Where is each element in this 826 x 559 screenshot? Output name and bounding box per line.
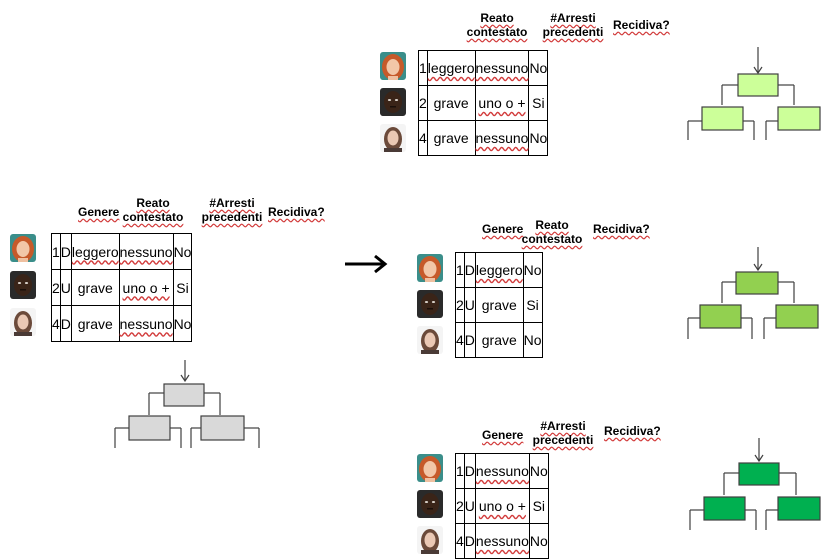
cell-arresti: nessuno xyxy=(475,130,529,146)
cell-genere: U xyxy=(59,269,72,306)
face-brown-hair-icon xyxy=(417,526,443,554)
cell-genere: D xyxy=(463,523,476,559)
decision-tree-icon xyxy=(687,47,821,140)
cell-reato: grave xyxy=(474,322,524,358)
cell-reato: grave xyxy=(426,85,476,121)
col-header-reato: Reato contestato xyxy=(466,11,528,39)
face-red-hair-icon xyxy=(417,454,443,482)
face-red-hair-icon xyxy=(417,254,443,282)
face-dark-skin-icon xyxy=(380,88,406,116)
table-row: 4 D nessuno No xyxy=(455,523,549,559)
face-brown-hair-icon xyxy=(380,124,406,152)
cell-reato: grave xyxy=(474,287,524,323)
row-id: 1 xyxy=(51,233,61,270)
face-red-hair-icon xyxy=(10,234,36,262)
col-header-recidiva: Recidiva? xyxy=(593,222,650,236)
table-row: 2 U grave Si xyxy=(455,287,543,323)
row-id: 2 xyxy=(455,287,465,323)
col-header-reato: Reato contestato xyxy=(122,196,184,224)
cell-arresti: nessuno xyxy=(475,60,529,76)
col-header-arresti: #Arresti precedenti xyxy=(542,11,604,39)
cell-genere: D xyxy=(463,322,476,358)
cell-recidiva: No xyxy=(528,453,549,489)
col-header-arresti: #Arresti precedenti xyxy=(201,196,263,224)
row-id: 1 xyxy=(418,50,428,86)
right-arrow-icon xyxy=(345,254,388,274)
cell-recidiva: No xyxy=(528,50,549,86)
data-table-top: 1 leggero nessuno No 2 grave uno o + Si … xyxy=(418,50,549,156)
cell-reato: grave xyxy=(426,120,476,156)
cell-reato: grave xyxy=(70,305,120,342)
cell-genere: D xyxy=(463,252,476,288)
col-header-genere: Genere xyxy=(482,428,524,442)
col-header-genere: Genere xyxy=(78,205,120,219)
table-row: 1 leggero nessuno No xyxy=(418,50,549,86)
table-row: 1 D leggero nessuno No xyxy=(51,233,193,270)
cell-genere: D xyxy=(59,233,72,270)
table-row: 4 D grave nessuno No xyxy=(51,305,193,342)
cell-genere: D xyxy=(463,453,476,489)
cell-recidiva: No xyxy=(522,322,543,358)
row-id: 1 xyxy=(455,453,465,489)
row-id: 2 xyxy=(51,269,61,306)
col-header-reato: Reato contestato xyxy=(521,218,583,246)
row-id: 4 xyxy=(455,322,465,358)
cell-reato: leggero xyxy=(427,60,475,76)
col-header-arresti: #Arresti precedenti xyxy=(532,419,594,447)
cell-arresti: uno o + xyxy=(122,279,170,296)
data-table-bottom: 1 D nessuno No 2 U uno o + Si 4 D nessun… xyxy=(455,453,549,559)
cell-genere: U xyxy=(463,488,476,524)
decision-tree-icon xyxy=(687,247,819,339)
cell-genere: D xyxy=(59,305,72,342)
face-dark-skin-icon xyxy=(10,271,36,299)
face-brown-hair-icon xyxy=(10,308,36,336)
row-id: 1 xyxy=(455,252,465,288)
col-header-recidiva: Recidiva? xyxy=(604,424,661,438)
cell-reato: leggero xyxy=(475,262,523,278)
face-red-hair-icon xyxy=(380,52,406,80)
row-id: 2 xyxy=(418,85,428,121)
table-row: 4 grave nessuno No xyxy=(418,120,549,156)
cell-recidiva: No xyxy=(528,120,549,156)
table-row: 2 grave uno o + Si xyxy=(418,85,549,121)
col-header-recidiva: Recidiva? xyxy=(613,18,670,32)
cell-arresti: nessuno xyxy=(119,243,173,260)
cell-recidiva: Si xyxy=(528,488,549,524)
data-table-left: 1 D leggero nessuno No 2 U grave uno o +… xyxy=(51,233,193,342)
decision-tree-icon xyxy=(689,438,821,530)
cell-recidiva: Si xyxy=(172,269,193,306)
cell-arresti: uno o + xyxy=(478,498,526,514)
row-id: 4 xyxy=(418,120,428,156)
cell-arresti: nessuno xyxy=(475,463,529,479)
cell-arresti: nessuno xyxy=(475,533,529,549)
table-row: 1 D leggero No xyxy=(455,252,543,288)
data-table-middle: 1 D leggero No 2 U grave Si 4 D grave No xyxy=(455,252,543,358)
table-row: 4 D grave No xyxy=(455,322,543,358)
cell-recidiva: Si xyxy=(528,85,549,121)
decision-tree-icon xyxy=(114,360,260,448)
table-row: 2 U uno o + Si xyxy=(455,488,549,524)
cell-reato: grave xyxy=(70,269,120,306)
cell-recidiva: No xyxy=(522,252,543,288)
face-dark-skin-icon xyxy=(417,290,443,318)
row-id: 4 xyxy=(455,523,465,559)
row-id: 4 xyxy=(51,305,61,342)
cell-recidiva: No xyxy=(172,305,193,342)
cell-arresti: nessuno xyxy=(119,315,173,332)
face-brown-hair-icon xyxy=(417,326,443,354)
cell-arresti: uno o + xyxy=(478,95,526,111)
cell-genere: U xyxy=(463,287,476,323)
table-row: 2 U grave uno o + Si xyxy=(51,269,193,306)
face-dark-skin-icon xyxy=(417,490,443,518)
col-header-genere: Genere xyxy=(482,222,524,236)
cell-recidiva: No xyxy=(172,233,193,270)
table-row: 1 D nessuno No xyxy=(455,453,549,489)
cell-recidiva: No xyxy=(528,523,549,559)
col-header-recidiva: Recidiva? xyxy=(268,205,325,219)
cell-reato: leggero xyxy=(71,243,119,260)
row-id: 2 xyxy=(455,488,465,524)
cell-recidiva: Si xyxy=(522,287,543,323)
